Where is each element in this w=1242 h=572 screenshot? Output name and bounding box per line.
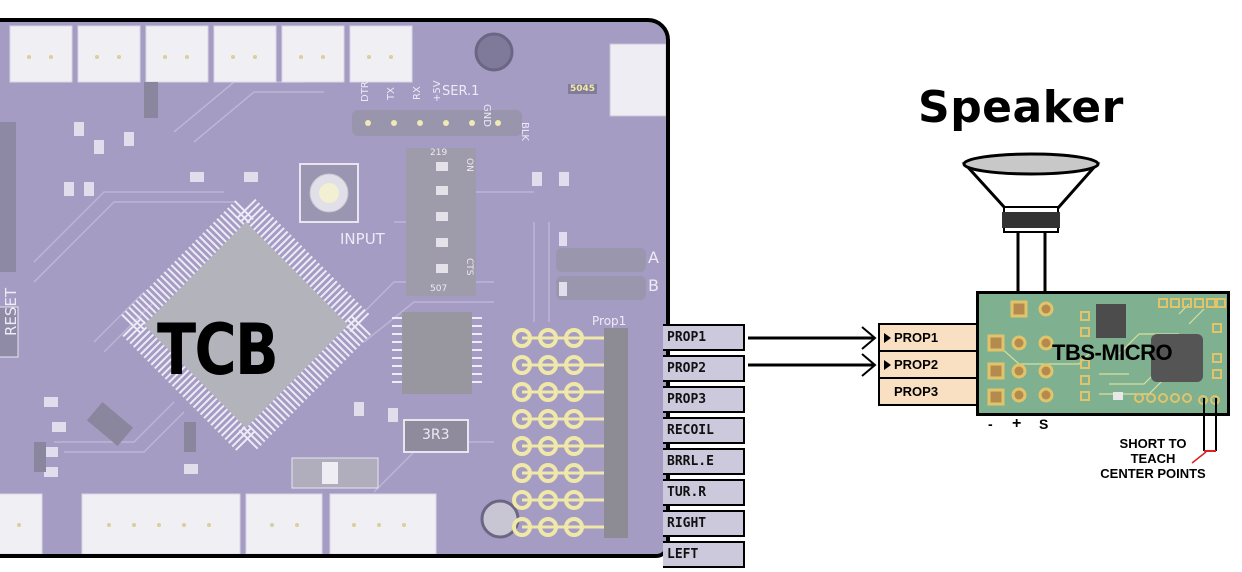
tcb-pcb-artwork bbox=[0, 25, 666, 554]
speaker-title: Speaker bbox=[918, 82, 1124, 133]
silk-port-a: A bbox=[648, 248, 659, 267]
tbs-micro-board bbox=[976, 291, 1230, 416]
silk-input: INPUT bbox=[340, 230, 385, 248]
silk-5045: 5045 bbox=[568, 84, 598, 94]
resistor-3r3 bbox=[403, 419, 469, 453]
silk-dip-top: 219 bbox=[430, 148, 448, 158]
pin-label-prop1: PROP1 bbox=[663, 324, 745, 351]
pin-label-brrl-e: BRRL.E bbox=[663, 448, 745, 475]
usb-connector bbox=[609, 43, 666, 117]
silk-dip-bottom: 507 bbox=[430, 284, 448, 294]
tbs-input-prop1: PROP1 bbox=[878, 323, 978, 352]
note-line-3: CENTER POINTS bbox=[1100, 466, 1206, 481]
pin-header-grid bbox=[512, 328, 628, 538]
tbs-input-prop3-label: PROP3 bbox=[894, 384, 939, 399]
tcb-label: TCB bbox=[157, 309, 279, 391]
terminal-signal: S bbox=[1039, 416, 1049, 432]
terminal-minus: - bbox=[988, 416, 993, 432]
tbs-pcb-artwork bbox=[987, 298, 1226, 406]
pin-label-right: RIGHT bbox=[663, 510, 745, 537]
mount-hole-top bbox=[474, 32, 514, 72]
left-ic bbox=[0, 122, 16, 272]
reset-button-shape bbox=[0, 306, 19, 358]
ab-headers bbox=[556, 248, 646, 300]
note-line-2: TEACH bbox=[1130, 451, 1176, 466]
qfp-chip bbox=[402, 312, 472, 394]
tbs-input-prop1-label: PROP1 bbox=[894, 330, 939, 345]
short-to-teach-note: SHORT TO TEACH CENTER POINTS bbox=[1078, 436, 1228, 481]
tbs-input-prop2: PROP2 bbox=[878, 350, 978, 379]
pin-label-prop2: PROP2 bbox=[663, 355, 745, 382]
note-line-1: SHORT TO bbox=[1119, 436, 1187, 451]
tcb-pin-labels: PROP1 PROP2 PROP3 RECOIL BRRL.E TUR.R RI… bbox=[663, 324, 745, 572]
arrow-marker-icon bbox=[884, 360, 891, 370]
mcu-chip bbox=[111, 189, 381, 461]
silk-3r3: 3R3 bbox=[422, 427, 450, 443]
pin-label-tur-r: TUR.R bbox=[663, 479, 745, 506]
wire-prop1 bbox=[748, 326, 877, 350]
silk-prop1: Prop1 bbox=[592, 314, 627, 328]
top-connectors bbox=[9, 25, 413, 83]
tcb-board: INPUT RESET SER.1 DTR TX RX +5V GND BLK … bbox=[0, 18, 670, 558]
tbs-micro-label: TBS-MICRO bbox=[1052, 340, 1173, 365]
tbs-input-prop3: PROP3 bbox=[878, 377, 978, 406]
tbs-input-prop2-label: PROP2 bbox=[894, 357, 939, 372]
serial-header bbox=[352, 110, 522, 136]
terminal-plus: + bbox=[1012, 415, 1022, 432]
pin-label-left: LEFT bbox=[663, 541, 745, 568]
speaker-icon bbox=[961, 152, 1101, 310]
arrow-marker-icon bbox=[884, 333, 891, 343]
silk-ser1: SER.1 bbox=[442, 84, 480, 99]
wire-prop2 bbox=[748, 353, 877, 377]
pin-label-recoil: RECOIL bbox=[663, 417, 745, 444]
tbs-input-labels: PROP1 PROP2 PROP3 bbox=[878, 323, 978, 406]
pin-label-prop3: PROP3 bbox=[663, 386, 745, 413]
bottom-connectors bbox=[0, 493, 437, 554]
silk-port-b: B bbox=[648, 276, 659, 295]
